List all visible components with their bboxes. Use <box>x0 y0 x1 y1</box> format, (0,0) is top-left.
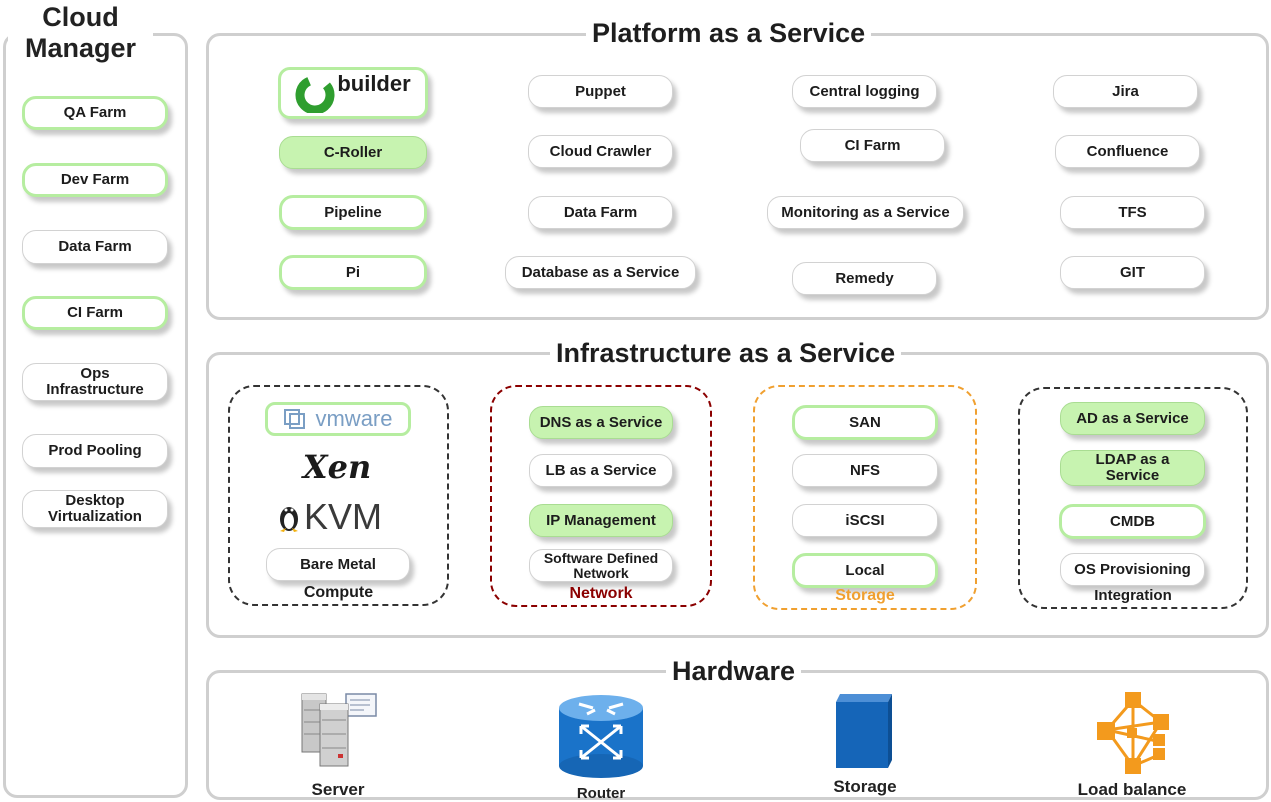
vmware-logo: vmware <box>265 402 411 436</box>
paas-item-ci-farm[interactable]: CI Farm <box>800 129 945 162</box>
cloud-manager-item-prod-pooling[interactable]: Prod Pooling <box>22 434 168 468</box>
hardware-label-storage: Storage <box>833 777 897 796</box>
cloud-manager-item-data-farm[interactable]: Data Farm <box>22 230 168 264</box>
paas-item-git[interactable]: GIT <box>1060 256 1205 289</box>
storage-item-local[interactable]: Local <box>792 553 938 588</box>
builder-logo-box[interactable]: builder <box>278 67 428 119</box>
cloud-manager-item-qa-farm[interactable]: QA Farm <box>22 96 168 130</box>
storage-icon <box>836 694 892 768</box>
network-item-software-defined-network[interactable]: Software Defined Network <box>529 549 673 582</box>
paas-item-data-farm[interactable]: Data Farm <box>528 196 673 229</box>
network-label: Network <box>569 585 633 602</box>
vmware-logo-text: vmware <box>315 406 393 431</box>
paas-item-remedy[interactable]: Remedy <box>792 262 937 295</box>
xen-logo: Xen <box>302 448 372 486</box>
paas-item-pi[interactable]: Pi <box>279 255 427 290</box>
iaas-panel <box>206 352 1269 638</box>
cloud-manager-item-ops-infrastructure[interactable]: Ops Infrastructure <box>22 363 168 401</box>
storage-item-san[interactable]: SAN <box>792 405 938 440</box>
router-icon <box>559 695 643 778</box>
tux-icon <box>280 507 298 532</box>
cloud-manager-item-dev-farm[interactable]: Dev Farm <box>22 163 168 197</box>
paas-item-database-as-a-service[interactable]: Database as a Service <box>505 256 696 289</box>
network-item-ip-management[interactable]: IP Management <box>529 504 673 537</box>
hardware-panel <box>206 670 1269 800</box>
hardware-label-server: Server <box>311 780 365 799</box>
kvm-logo: KVM <box>276 496 396 538</box>
integration-item-cmdb[interactable]: CMDB <box>1059 504 1206 539</box>
server-icon <box>301 693 377 767</box>
paas-item-tfs[interactable]: TFS <box>1060 196 1205 229</box>
cloud-manager-item-desktop-virtualization[interactable]: Desktop Virtualization <box>22 490 168 528</box>
integration-label: Integration <box>1094 587 1172 604</box>
kvm-logo-text: KVM <box>304 496 383 537</box>
integration-item-os-provisioning[interactable]: OS Provisioning <box>1060 553 1205 586</box>
storage-item-nfs[interactable]: NFS <box>792 454 938 487</box>
compute-label: Compute <box>303 584 374 601</box>
network-item-dns-as-a-service[interactable]: DNS as a Service <box>529 406 673 439</box>
compute-group <box>228 385 449 606</box>
paas-item-cloud-crawler[interactable]: Cloud Crawler <box>528 135 673 168</box>
storage-group <box>753 385 977 610</box>
storage-item-iscsi[interactable]: iSCSI <box>792 504 938 537</box>
paas-title: Platform as a Service <box>586 18 872 48</box>
load-balance-icon <box>1097 692 1169 774</box>
integration-item-ldap-as-a-service[interactable]: LDAP as a Service <box>1060 450 1205 486</box>
hardware-title: Hardware <box>666 656 802 686</box>
paas-item-monitoring-as-a-service[interactable]: Monitoring as a Service <box>767 196 964 229</box>
iaas-title: Infrastructure as a Service <box>550 338 902 368</box>
network-item-lb-as-a-service[interactable]: LB as a Service <box>529 454 673 487</box>
cloud-manager-item-ci-farm[interactable]: CI Farm <box>22 296 168 330</box>
paas-item-confluence[interactable]: Confluence <box>1055 135 1200 168</box>
paas-item-jira[interactable]: Jira <box>1053 75 1198 108</box>
network-group <box>490 385 712 607</box>
vmware-icon <box>284 409 306 429</box>
cloud-manager-title: Cloud Manager <box>8 2 153 64</box>
hardware-label-router: Router <box>576 785 626 802</box>
cloud-manager-panel <box>3 33 188 798</box>
integration-group <box>1018 387 1248 609</box>
storage-label: Storage <box>835 587 895 604</box>
hardware-label-load-balance: Load balance <box>1077 780 1187 799</box>
paas-item-central-logging[interactable]: Central logging <box>792 75 937 108</box>
compute-item-bare-metal[interactable]: Bare Metal <box>266 548 410 581</box>
integration-item-ad-as-a-service[interactable]: AD as a Service <box>1060 402 1205 435</box>
paas-item-c-roller[interactable]: C-Roller <box>279 136 427 169</box>
paas-item-puppet[interactable]: Puppet <box>528 75 673 108</box>
builder-logo-icon <box>295 75 335 113</box>
paas-item-pipeline[interactable]: Pipeline <box>279 195 427 230</box>
builder-logo-text: builder <box>337 71 411 96</box>
